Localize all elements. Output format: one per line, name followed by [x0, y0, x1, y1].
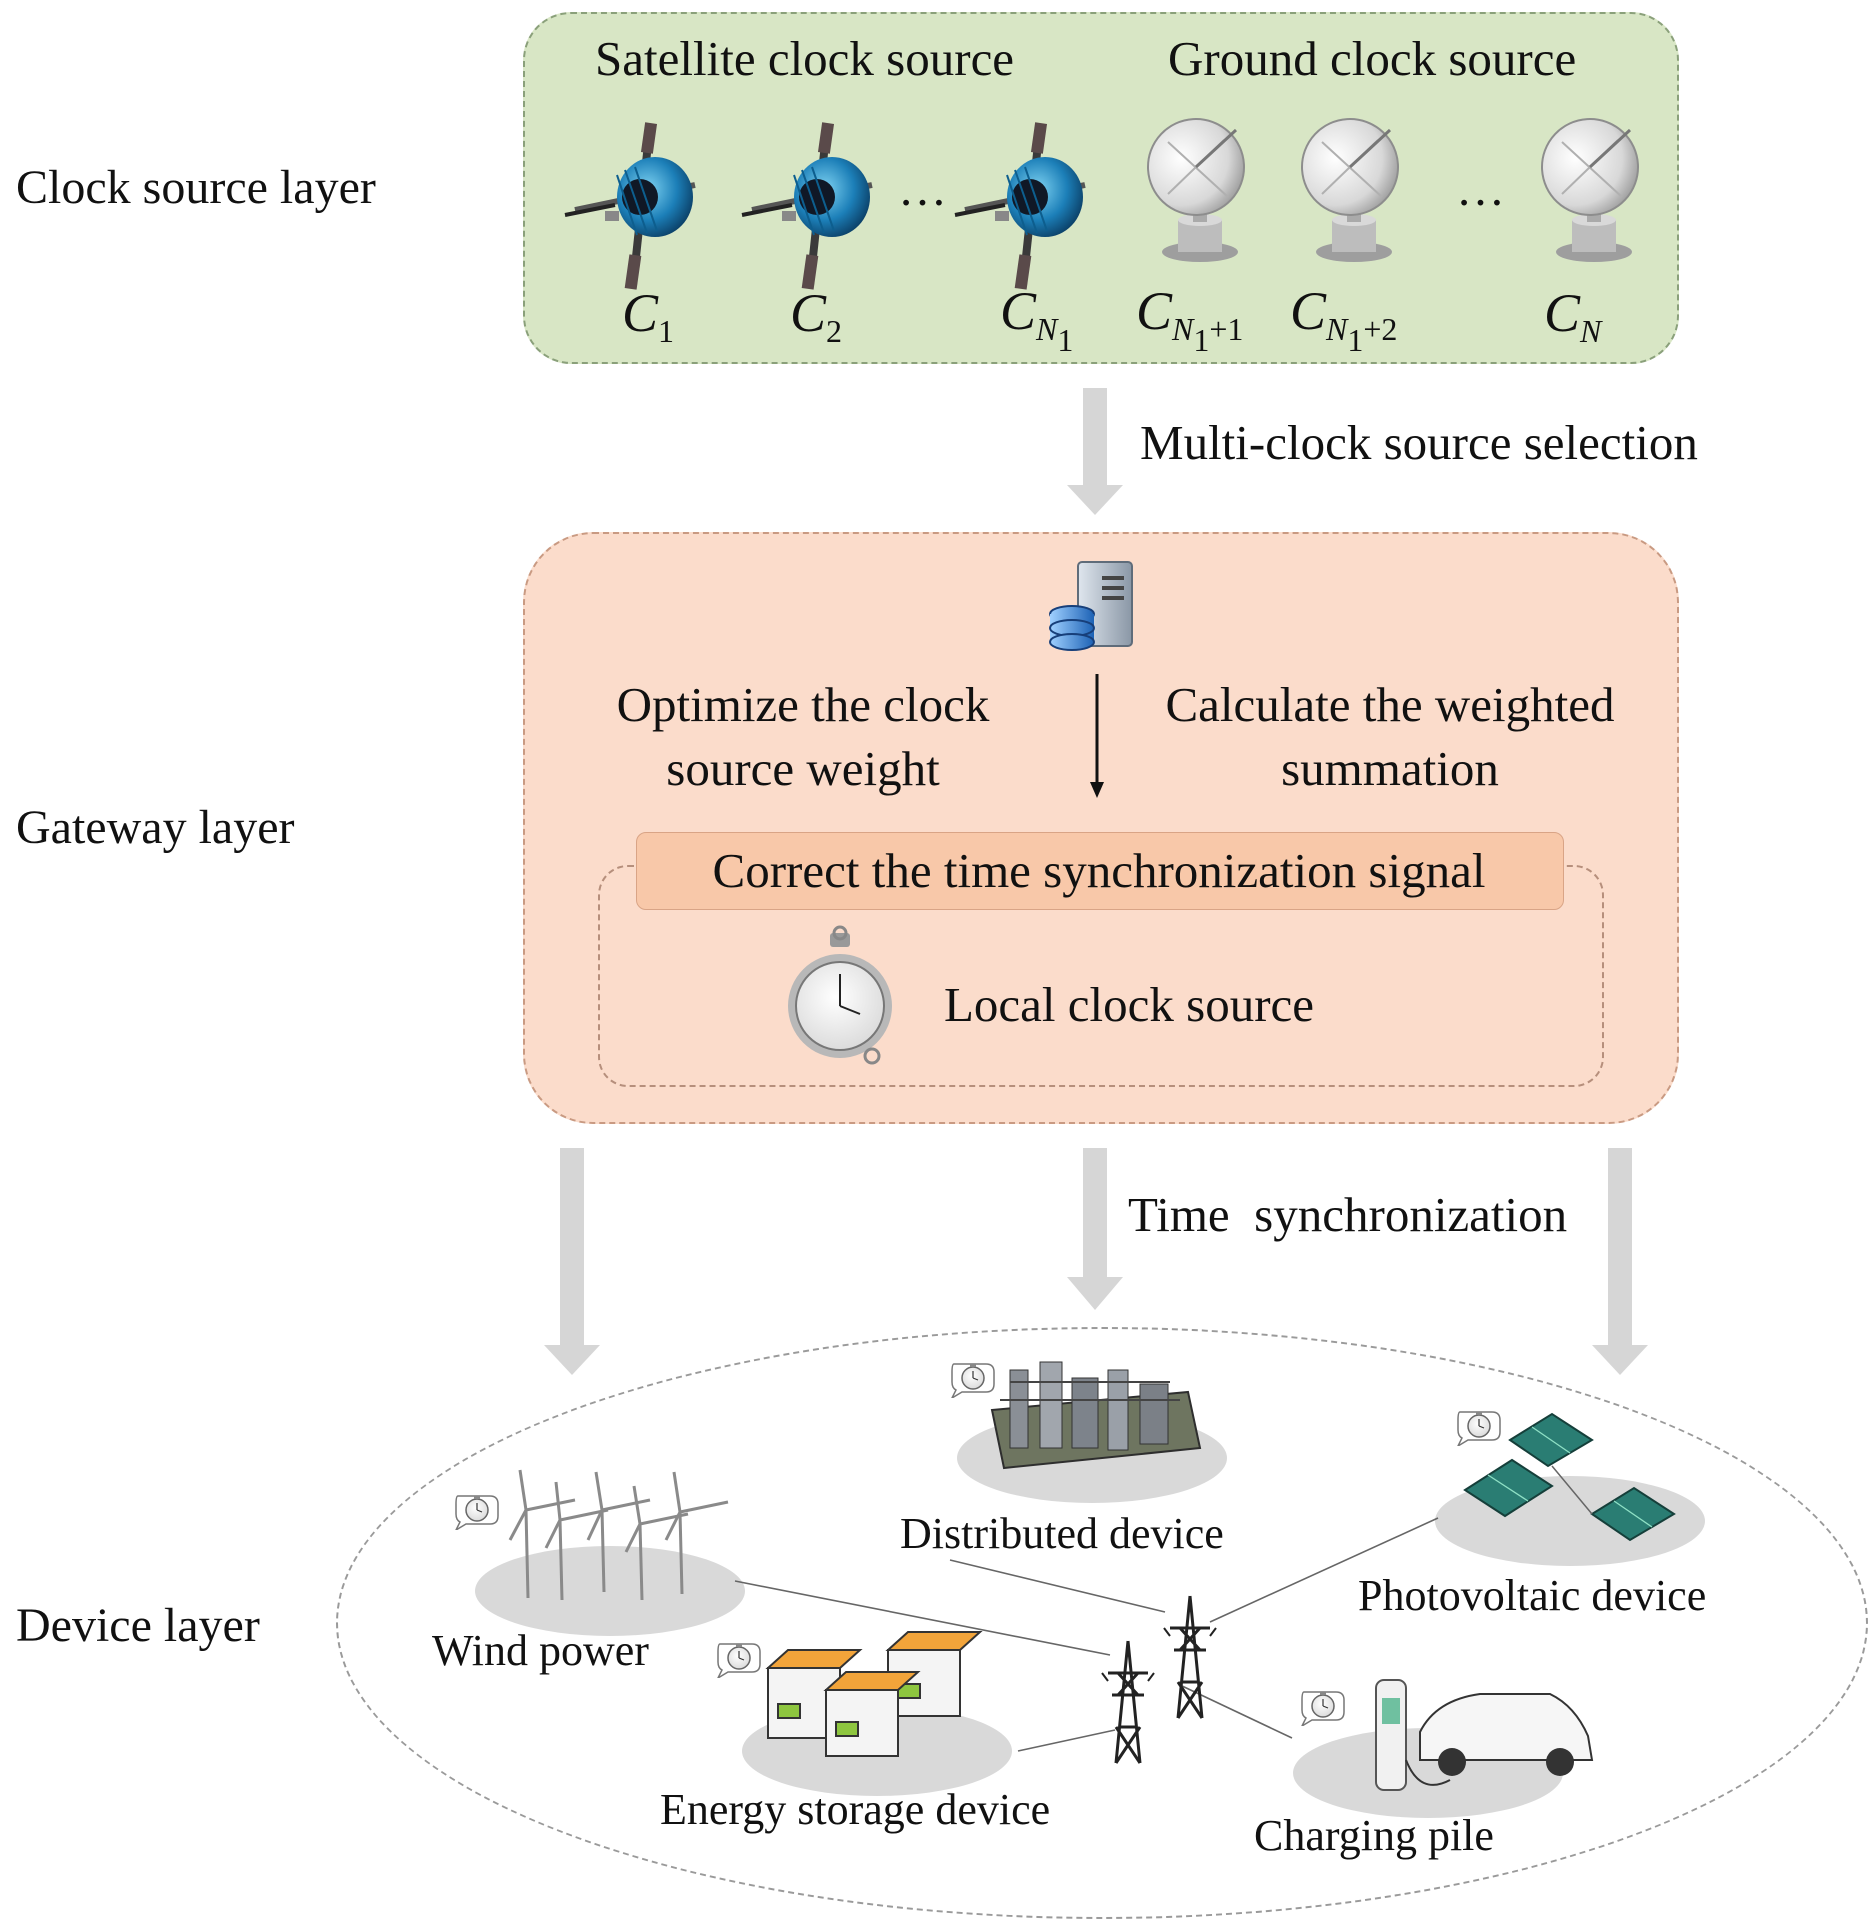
server-icon	[1049, 561, 1133, 651]
device-layer-ellipse	[336, 1327, 1868, 1919]
correct-signal-box	[636, 832, 1564, 910]
optimize-weight-line1: Optimize the clock	[616, 677, 990, 732]
satellite-ellipsis: …	[898, 161, 947, 216]
flow-arrows	[544, 388, 1648, 1375]
stopwatch-icon	[788, 925, 892, 1065]
energy-storage-device-label: Energy storage device	[660, 1785, 1051, 1834]
calculate-summation-line2: summation	[1281, 741, 1499, 796]
network-lines	[734, 1517, 1439, 1752]
correct-signal-label: Correct the time synchronization signal	[712, 843, 1486, 898]
time-synchronization-label: Time synchronization	[1128, 1187, 1568, 1242]
label-c1: C1	[622, 283, 675, 350]
photovoltaic-device-label: Photovoltaic device	[1358, 1571, 1707, 1620]
wind-turbines-icon	[508, 1469, 729, 1601]
device-layer-label: Device layer	[16, 1599, 260, 1652]
ev-charger-icon	[1375, 1679, 1594, 1791]
local-clock-source-label: Local clock source	[944, 977, 1315, 1032]
ground-ellipsis: …	[1456, 161, 1505, 216]
label-cn1-plus1: CN1+1	[1136, 281, 1244, 359]
ground-clock-source-heading: Ground clock source	[1168, 31, 1577, 86]
calculate-summation-line1: Calculate the weighted	[1165, 677, 1615, 732]
distributed-device-icon	[990, 1361, 1202, 1470]
charging-pile-label: Charging pile	[1254, 1811, 1494, 1860]
label-cn1-plus2: CN1+2	[1290, 281, 1398, 359]
label-cn1: CN1	[1000, 281, 1074, 359]
gateway-layer-label: Gateway layer	[16, 801, 295, 854]
solar-panels-icon	[1463, 1412, 1676, 1542]
label-c2: C2	[790, 283, 843, 350]
battery-icon	[765, 1631, 983, 1757]
satellite-clock-source-heading: Satellite clock source	[595, 31, 1015, 86]
label-cn: CN	[1544, 283, 1602, 350]
optimize-weight-line2: source weight	[666, 741, 940, 796]
wind-power-label: Wind power	[432, 1626, 649, 1675]
clock-source-panel	[523, 12, 1679, 364]
clock-source-layer-label: Clock source layer	[16, 161, 376, 214]
distributed-device-label: Distributed device	[900, 1509, 1224, 1558]
multi-clock-selection-label: Multi-clock source selection	[1140, 415, 1698, 470]
